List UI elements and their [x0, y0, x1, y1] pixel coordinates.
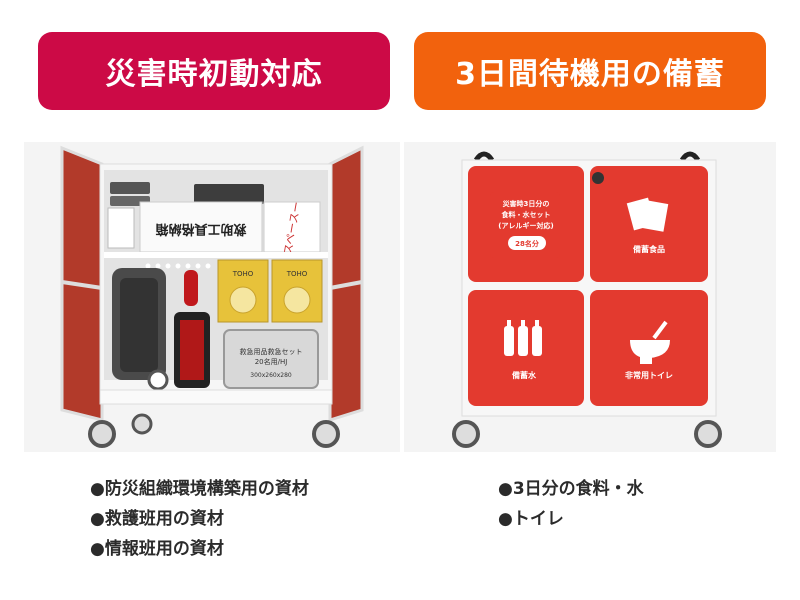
stockpile-items-list: ●3日分の食料・水 ●トイレ [498, 474, 644, 534]
disaster-initial-response-header: 災害時初動対応 [38, 32, 390, 110]
rescue-items-list: ●防災組織環境構築用の資材 ●救護班用の資材 ●情報班用の資材 [90, 474, 309, 564]
stockpile-header: 3日間待機用の備蓄 [414, 32, 766, 110]
food-label: 備蓄食品 [633, 244, 665, 254]
food-icon [626, 197, 669, 232]
kit-label-3: 300x260x280 [250, 372, 292, 379]
kit-label-1: 救急用品救急セット [240, 347, 303, 356]
water-bottles-icon [504, 320, 542, 356]
list-item: ●救護班用の資材 [90, 509, 224, 529]
panel-text-line3: (アレルギー対応) [498, 221, 553, 230]
panel-text-line2: 食料・水セット [501, 210, 551, 219]
stockpile-cabinet-image: 災害時3日分の 食料・水セット (アレルギー対応) 28名分 備蓄食品 備蓄水 … [404, 142, 776, 452]
toilet-icon [630, 320, 670, 364]
left-header-title: 災害時初動対応 [105, 57, 323, 92]
rescue-cabinet-image: 救助工具格納箱 スペースー TOHO TOHO 救急用品救急セット 20名用/H… [24, 142, 400, 452]
stockpile-cabinet-illustration: 災害時3日分の 食料・水セット (アレルギー対応) 28名分 備蓄食品 備蓄水 … [452, 151, 722, 448]
panel-badge: 28名分 [515, 239, 539, 248]
box-brand-1: TOHO [232, 270, 254, 278]
panel-text-line1: 災害時3日分の [502, 199, 550, 208]
rescue-cabinet-illustration: 救助工具格納箱 スペースー TOHO TOHO 救急用品救急セット 20名用/H… [60, 145, 364, 448]
list-item: ●3日分の食料・水 [498, 479, 644, 499]
right-header-title: 3日間待機用の備蓄 [455, 57, 725, 92]
list-item: ●情報班用の資材 [90, 539, 224, 559]
list-item: ●防災組織環境構築用の資材 [90, 479, 309, 499]
kit-label-2: 20名用/HJ [255, 357, 288, 366]
list-item: ●トイレ [498, 509, 564, 529]
rescue-toolbox-label: 救助工具格納箱 [155, 221, 246, 237]
box-brand-2: TOHO [286, 270, 308, 278]
toilet-label: 非常用トイレ [625, 370, 673, 380]
water-label: 備蓄水 [512, 370, 537, 380]
